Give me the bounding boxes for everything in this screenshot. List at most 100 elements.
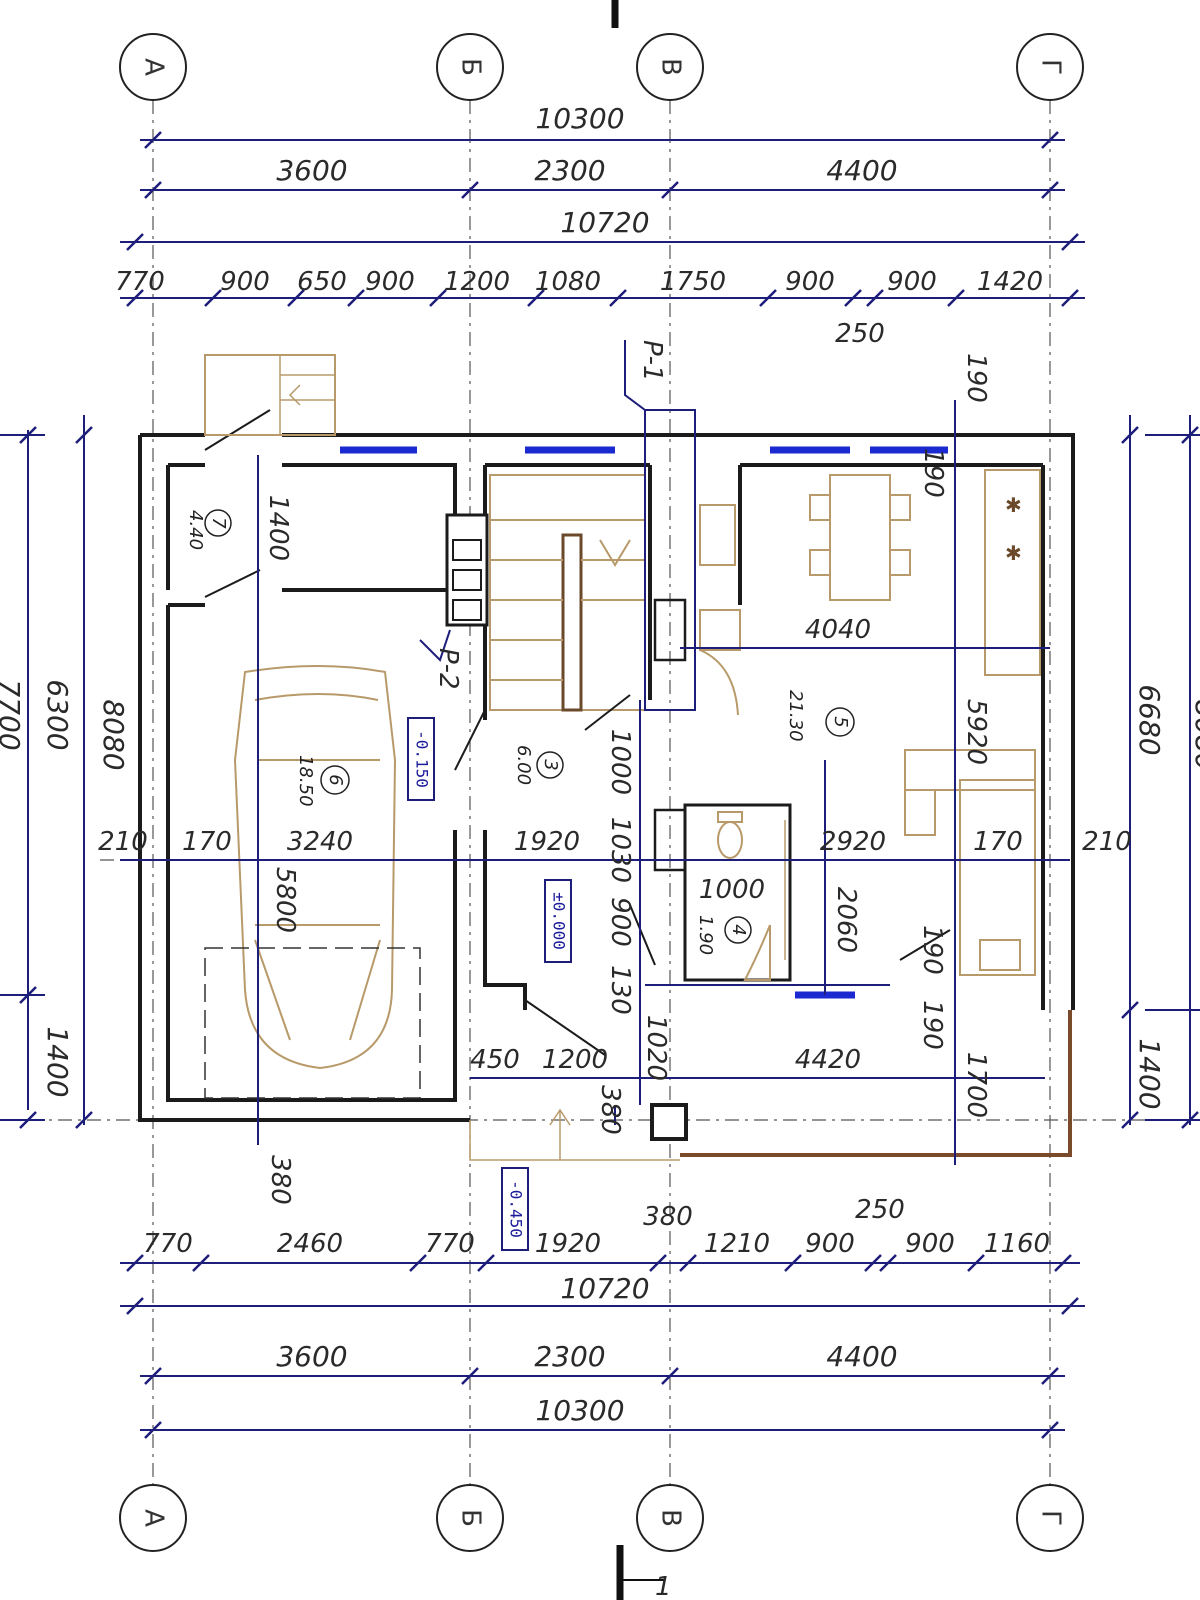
room-tag-4: 4 1.90 (695, 915, 752, 955)
dim-4040: 4040 (805, 615, 871, 645)
dim-left-8080: 8080 (97, 699, 130, 770)
dim-open-1: 770 (115, 267, 165, 297)
room-tag-7: 7 4.40 (185, 509, 232, 550)
dim-3240: 3240 (287, 827, 353, 857)
dim-bottom-open-9: 1160 (984, 1229, 1050, 1259)
room-area: 6.00 (513, 745, 534, 785)
staircase (489, 474, 646, 712)
dim-170-left: 170 (182, 827, 232, 857)
dim-pier-bottom: 250 (855, 1195, 905, 1225)
level-garage: -0.150 (413, 730, 432, 788)
dim-210-right: 210 (1082, 827, 1132, 857)
car (233, 665, 397, 1070)
dim-bottom-open-1: 770 (143, 1229, 193, 1259)
dim-right-1400: 1400 (1133, 1038, 1166, 1109)
room-number: 3 (540, 759, 561, 770)
dim-2920: 2920 (820, 827, 886, 857)
dim-bottom-open-8: 900 (905, 1229, 955, 1259)
exterior-walls (138, 433, 1075, 1122)
dim-bottom-open-7: 900 (805, 1229, 855, 1259)
dim-bottom-open-5: 380 (643, 1202, 693, 1232)
dim-1200: 1200 (542, 1045, 608, 1075)
dim-pier-top: 250 (835, 319, 885, 349)
axis-bubble-b-bottom: Б (436, 1484, 504, 1552)
dim-open-4: 900 (365, 267, 415, 297)
dim-span-ab-bottom: 3600 (276, 1340, 347, 1373)
level-hall: ±0.000 (550, 892, 569, 950)
dim-outer-bottom: 10720 (560, 1272, 649, 1305)
dim-open-8: 900 (785, 267, 835, 297)
axis-label: В (656, 58, 686, 76)
dim-380-mid: 380 (595, 1085, 625, 1135)
doors (204, 409, 951, 1056)
room-area: 1.90 (695, 915, 716, 955)
dim-1000-b: 1000 (699, 875, 765, 905)
dim-1030: 1030 (605, 817, 635, 883)
duct-label-r2: Р-2 (433, 648, 463, 690)
dim-bottom-open-3: 770 (425, 1229, 475, 1259)
dim-210-left: 210 (98, 827, 148, 857)
dim-4420: 4420 (795, 1045, 861, 1075)
dim-190-top: 190 (961, 353, 991, 403)
dim-open-6: 1080 (535, 267, 601, 297)
dim-overall-top: 10300 (535, 102, 624, 135)
dim-outer-top: 10720 (560, 206, 649, 239)
dim-left-6300: 6300 (41, 679, 74, 750)
dim-open-2: 900 (220, 267, 270, 297)
axis-label: Г (1036, 1510, 1066, 1526)
axis-bubble-a-bottom: А (119, 1484, 187, 1552)
axis-bubble-v-bottom: В (636, 1484, 704, 1552)
section-number: 1 (655, 1572, 672, 1600)
dim-5920: 5920 (961, 699, 991, 765)
dim-1920: 1920 (514, 827, 580, 857)
kitchen-sink (699, 504, 741, 716)
dim-span-vg-top: 4400 (826, 154, 897, 187)
vent-ducts: Р-1 Р-2 (419, 340, 696, 872)
dim-open-5: 1200 (444, 267, 510, 297)
dim-1020: 1020 (641, 1015, 671, 1081)
dim-open-9: 900 (887, 267, 937, 297)
svg-text:✱: ✱ (1005, 541, 1022, 565)
windows (340, 446, 948, 999)
right-dimension-chains: 6680 8080 1400 (1121, 415, 1200, 1129)
dim-5800: 5800 (270, 867, 300, 933)
room-number: 6 (325, 774, 346, 785)
room-area: 4.40 (185, 510, 206, 550)
dim-open-10: 1420 (977, 267, 1043, 297)
interior-dimension-texts: 190 190 1400 4040 5920 1000 1030 900 130… (98, 353, 1132, 1205)
dim-bottom-open-2: 2460 (277, 1229, 343, 1259)
axis-bubble-b-top: Б (436, 33, 504, 101)
dim-380-low: 380 (265, 1155, 295, 1205)
kitchen-counter: ✱ ✱ (984, 469, 1041, 676)
axis-label: Б (456, 58, 486, 76)
dim-130: 130 (605, 965, 635, 1015)
dim-overall-bottom: 10300 (535, 1394, 624, 1427)
room-tag-6: 6 18.50 (295, 755, 350, 807)
dim-900: 900 (605, 897, 635, 947)
dim-1000-a: 1000 (605, 729, 635, 795)
axis-bubble-v-top: В (636, 33, 704, 101)
dim-right-6680: 6680 (1133, 684, 1166, 755)
room-tag-3: 3 6.00 (513, 745, 564, 785)
garage-door-outline (204, 947, 421, 1099)
duct-label-r1: Р-1 (637, 340, 667, 382)
dim-right-8080: 8080 (1189, 699, 1200, 770)
dim-span-ab-top: 3600 (276, 154, 347, 187)
dim-span-bv-top: 2300 (534, 154, 605, 187)
dim-span-bv-bottom: 2300 (534, 1340, 605, 1373)
dim-open-3: 650 (297, 267, 347, 297)
room-tag-5: 5 21.30 (785, 690, 855, 742)
dim-190-b: 190 (917, 925, 947, 975)
top-dimension-chains: 10300 3600 2300 4400 10720 770 900 650 9… (115, 102, 1085, 349)
room-number: 5 (830, 716, 851, 727)
axis-bubble-g-top: Г (1016, 33, 1084, 101)
axis-label: Г (1036, 59, 1066, 75)
dim-1700: 1700 (961, 1052, 991, 1118)
bottom-dimension-chains: 770 2460 770 1920 380 1210 900 900 1160 … (120, 1195, 1085, 1439)
axis-label: В (656, 1509, 686, 1527)
axis-label: А (139, 1509, 169, 1527)
level-entrance: -0.450 (507, 1180, 526, 1238)
axis-label: А (139, 58, 169, 76)
terrace (469, 1010, 1072, 1161)
